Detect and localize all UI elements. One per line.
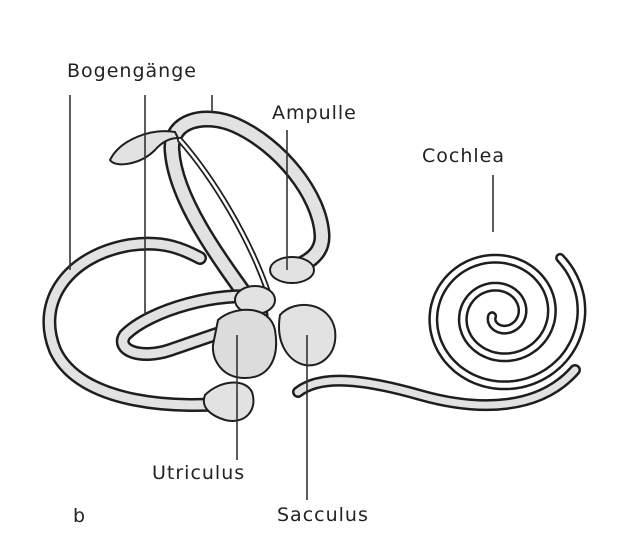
label-utriculus: Utriculus	[152, 462, 246, 484]
ampulla	[269, 256, 315, 284]
cochlea-spiral	[428, 252, 587, 391]
posterior-canal	[42, 236, 247, 412]
superior-canal	[163, 110, 331, 324]
crus-commune	[108, 130, 180, 166]
utriculus-shape	[211, 308, 278, 380]
label-ampulle: Ampulle	[272, 102, 357, 124]
cochlear-duct	[292, 364, 581, 412]
lateral-canal	[115, 289, 272, 361]
label-bogengaenge: Bogengänge	[67, 60, 197, 82]
label-sacculus: Sacculus	[277, 504, 369, 526]
label-cochlea: Cochlea	[422, 145, 505, 167]
panel-label: b	[73, 505, 87, 527]
leader-lines	[69, 95, 494, 500]
endolymphatic-sac	[202, 381, 255, 422]
